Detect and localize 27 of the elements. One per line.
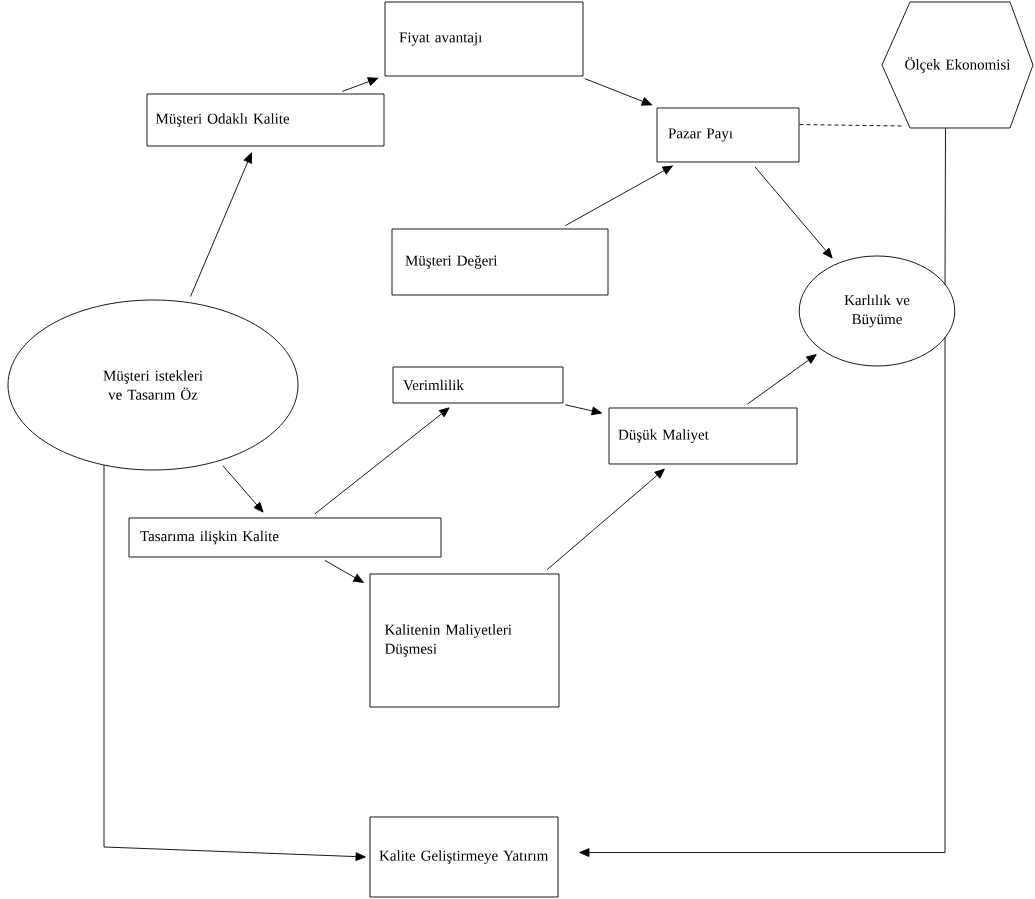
dashed-line: [799, 124, 903, 127]
arrow: [584, 78, 653, 106]
ellipse-node: Müşteri istekleri ve Tasarım Öz: [7, 299, 299, 471]
process-box: Pazar Payı: [656, 107, 800, 163]
arrow: [564, 404, 602, 416]
arrow: [546, 468, 665, 571]
process-box: Kalitenin Maliyetleri Düşmesi: [369, 573, 560, 708]
arrow: [190, 152, 252, 297]
process-box: Fiyat avantajı: [384, 1, 584, 77]
arrow: [324, 559, 364, 583]
arrow: [341, 77, 379, 92]
arrow: [747, 354, 817, 405]
process-box: Düşük Maliyet: [608, 407, 798, 465]
process-box: Verimlilik: [392, 366, 564, 404]
process-box: Tasarıma ilişkin Kalite: [128, 517, 442, 558]
process-box: Kalite Geliştirmeye Yatırım: [369, 816, 559, 898]
arrow: [579, 336, 946, 857]
process-box: Müşteri Odaklı Kalite: [146, 93, 385, 147]
arrow: [222, 465, 264, 513]
arrow: [103, 464, 366, 861]
ellipse-node: Karlılık ve Büyüme: [798, 255, 956, 367]
process-box: Müşteri Değeri: [391, 228, 609, 296]
arrow: [564, 165, 673, 227]
arrow: [754, 166, 833, 259]
arrow: [314, 407, 450, 515]
hexagon-node: Ölçek Ekonomisi: [881, 1, 1034, 129]
connector-line: [944, 128, 946, 286]
